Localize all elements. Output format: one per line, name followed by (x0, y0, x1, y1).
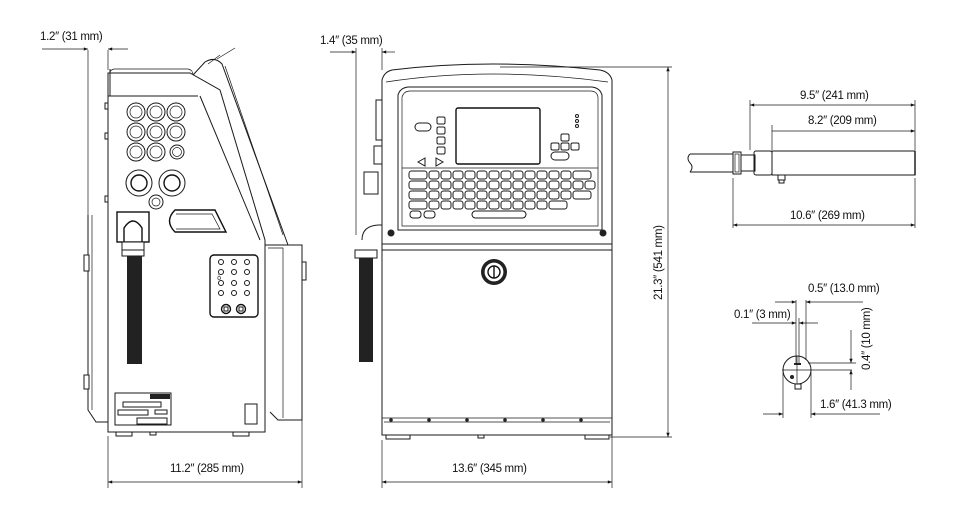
printhead-end-view (782, 355, 852, 390)
printhead-side-dimensions: 9.5″ (241 mm) 8.2″ (209 mm) 10.6″ (269 m… (732, 90, 916, 228)
front-view (354, 63, 613, 440)
keyboard-key (500, 190, 512, 200)
side-depth-label: 11.2″ (285 mm) (170, 463, 244, 475)
keyboard-key (524, 190, 536, 200)
keyboard-key (488, 190, 500, 200)
keyboard-key (408, 190, 428, 200)
keyboard-key (428, 190, 440, 200)
keyboard-key (428, 180, 440, 190)
keyboard-key (488, 180, 500, 190)
printhead-length-to-collar-label: 9.5″ (241 mm) (800, 90, 869, 102)
keyboard-key (512, 200, 524, 210)
keyboard-key (476, 190, 488, 200)
keyboard-key (464, 180, 476, 190)
bolt (389, 418, 393, 422)
keyboard-key (452, 200, 464, 210)
keyboard-key (536, 170, 548, 180)
keyboard-key (548, 170, 560, 180)
keyboard-key (548, 180, 560, 190)
keyboard-key (408, 180, 428, 190)
keyboard-key (548, 190, 560, 200)
front-height-label: 21.3″ (541 mm) (653, 225, 665, 300)
printhead-diameter-label: 1.6″ (41.3 mm) (820, 399, 892, 411)
keyboard-key (572, 180, 584, 190)
keyboard-key (512, 190, 524, 200)
bottom-bolts (389, 418, 583, 422)
keyboard-key (524, 180, 536, 190)
keyboard-key (452, 170, 464, 180)
front-side-offset-label: 1.4″ (35 mm) (320, 35, 383, 47)
keyboard-key (428, 170, 440, 180)
keyboard-key (408, 200, 428, 210)
keyboard-key (464, 190, 476, 200)
keyboard-key (500, 200, 512, 210)
keyboard-key (500, 180, 512, 190)
keyboard-key (452, 180, 464, 190)
keyboard-key (464, 200, 476, 210)
front-width-label: 13.6″ (345 mm) (452, 463, 527, 475)
keyboard-key (452, 190, 464, 200)
side-view-dimensions: 1.2″ (31 mm) 11.2″ (285 mm) (40, 31, 303, 488)
keyboard-key (476, 170, 488, 180)
keyboard-key (408, 170, 428, 180)
bolt (579, 418, 583, 422)
connector-ports (125, 102, 186, 210)
keyboard-key (440, 180, 452, 190)
keyboard-key (560, 180, 572, 190)
svg-text:ò: ò (217, 274, 221, 282)
bolt (427, 418, 431, 422)
keyboard-key (572, 170, 592, 180)
keyboard-key (440, 190, 452, 200)
keyboard-key (536, 190, 548, 200)
printhead-offset-large-label: 0.5″ (13.0 mm) (808, 283, 880, 295)
printhead-vertical-offset-label: 0.4″ (10 mm) (861, 307, 873, 370)
keyboard-key (548, 200, 568, 210)
printhead-body-length-label: 8.2″ (209 mm) (808, 115, 877, 127)
keyboard-key (536, 200, 548, 210)
keyboard-key (464, 170, 476, 180)
keyboard-key (440, 170, 452, 180)
keyboard-key (584, 180, 596, 190)
keyboard-key (560, 190, 572, 200)
bolt (465, 418, 469, 422)
bolt (541, 418, 545, 422)
symbol-panel: ò (217, 259, 250, 315)
keyboard-key (440, 200, 452, 210)
keyboard-key (524, 170, 536, 180)
side-view: ò (83, 47, 307, 437)
bolt (503, 418, 507, 422)
keyboard-key (488, 200, 500, 210)
keyboard-key (428, 200, 440, 210)
keyboard-key (476, 200, 488, 210)
front-view-dimensions: 1.4″ (35 mm) 13.6″ (345 mm) 21.3″ (541 m… (320, 35, 672, 488)
keyboard-key (488, 170, 500, 180)
keyboard-key (512, 180, 524, 190)
printhead-offset-small-label: 0.1″ (3 mm) (734, 309, 791, 321)
keyboard-key (524, 200, 536, 210)
printhead-overall-length-label: 10.6″ (269 mm) (790, 210, 865, 222)
keyboard-key (560, 170, 572, 180)
printhead-end-dimensions: 0.5″ (13.0 mm) 0.1″ (3 mm) 0.4″ (10 mm) … (734, 283, 892, 418)
keyboard-key (512, 170, 524, 180)
side-panel-offset-label: 1.2″ (31 mm) (40, 31, 103, 43)
keyboard (408, 170, 596, 210)
keyboard-key (500, 170, 512, 180)
keyboard-key (476, 180, 488, 190)
keyboard-key (572, 190, 592, 200)
keyboard-key (536, 180, 548, 190)
printhead-side-view (687, 150, 916, 184)
